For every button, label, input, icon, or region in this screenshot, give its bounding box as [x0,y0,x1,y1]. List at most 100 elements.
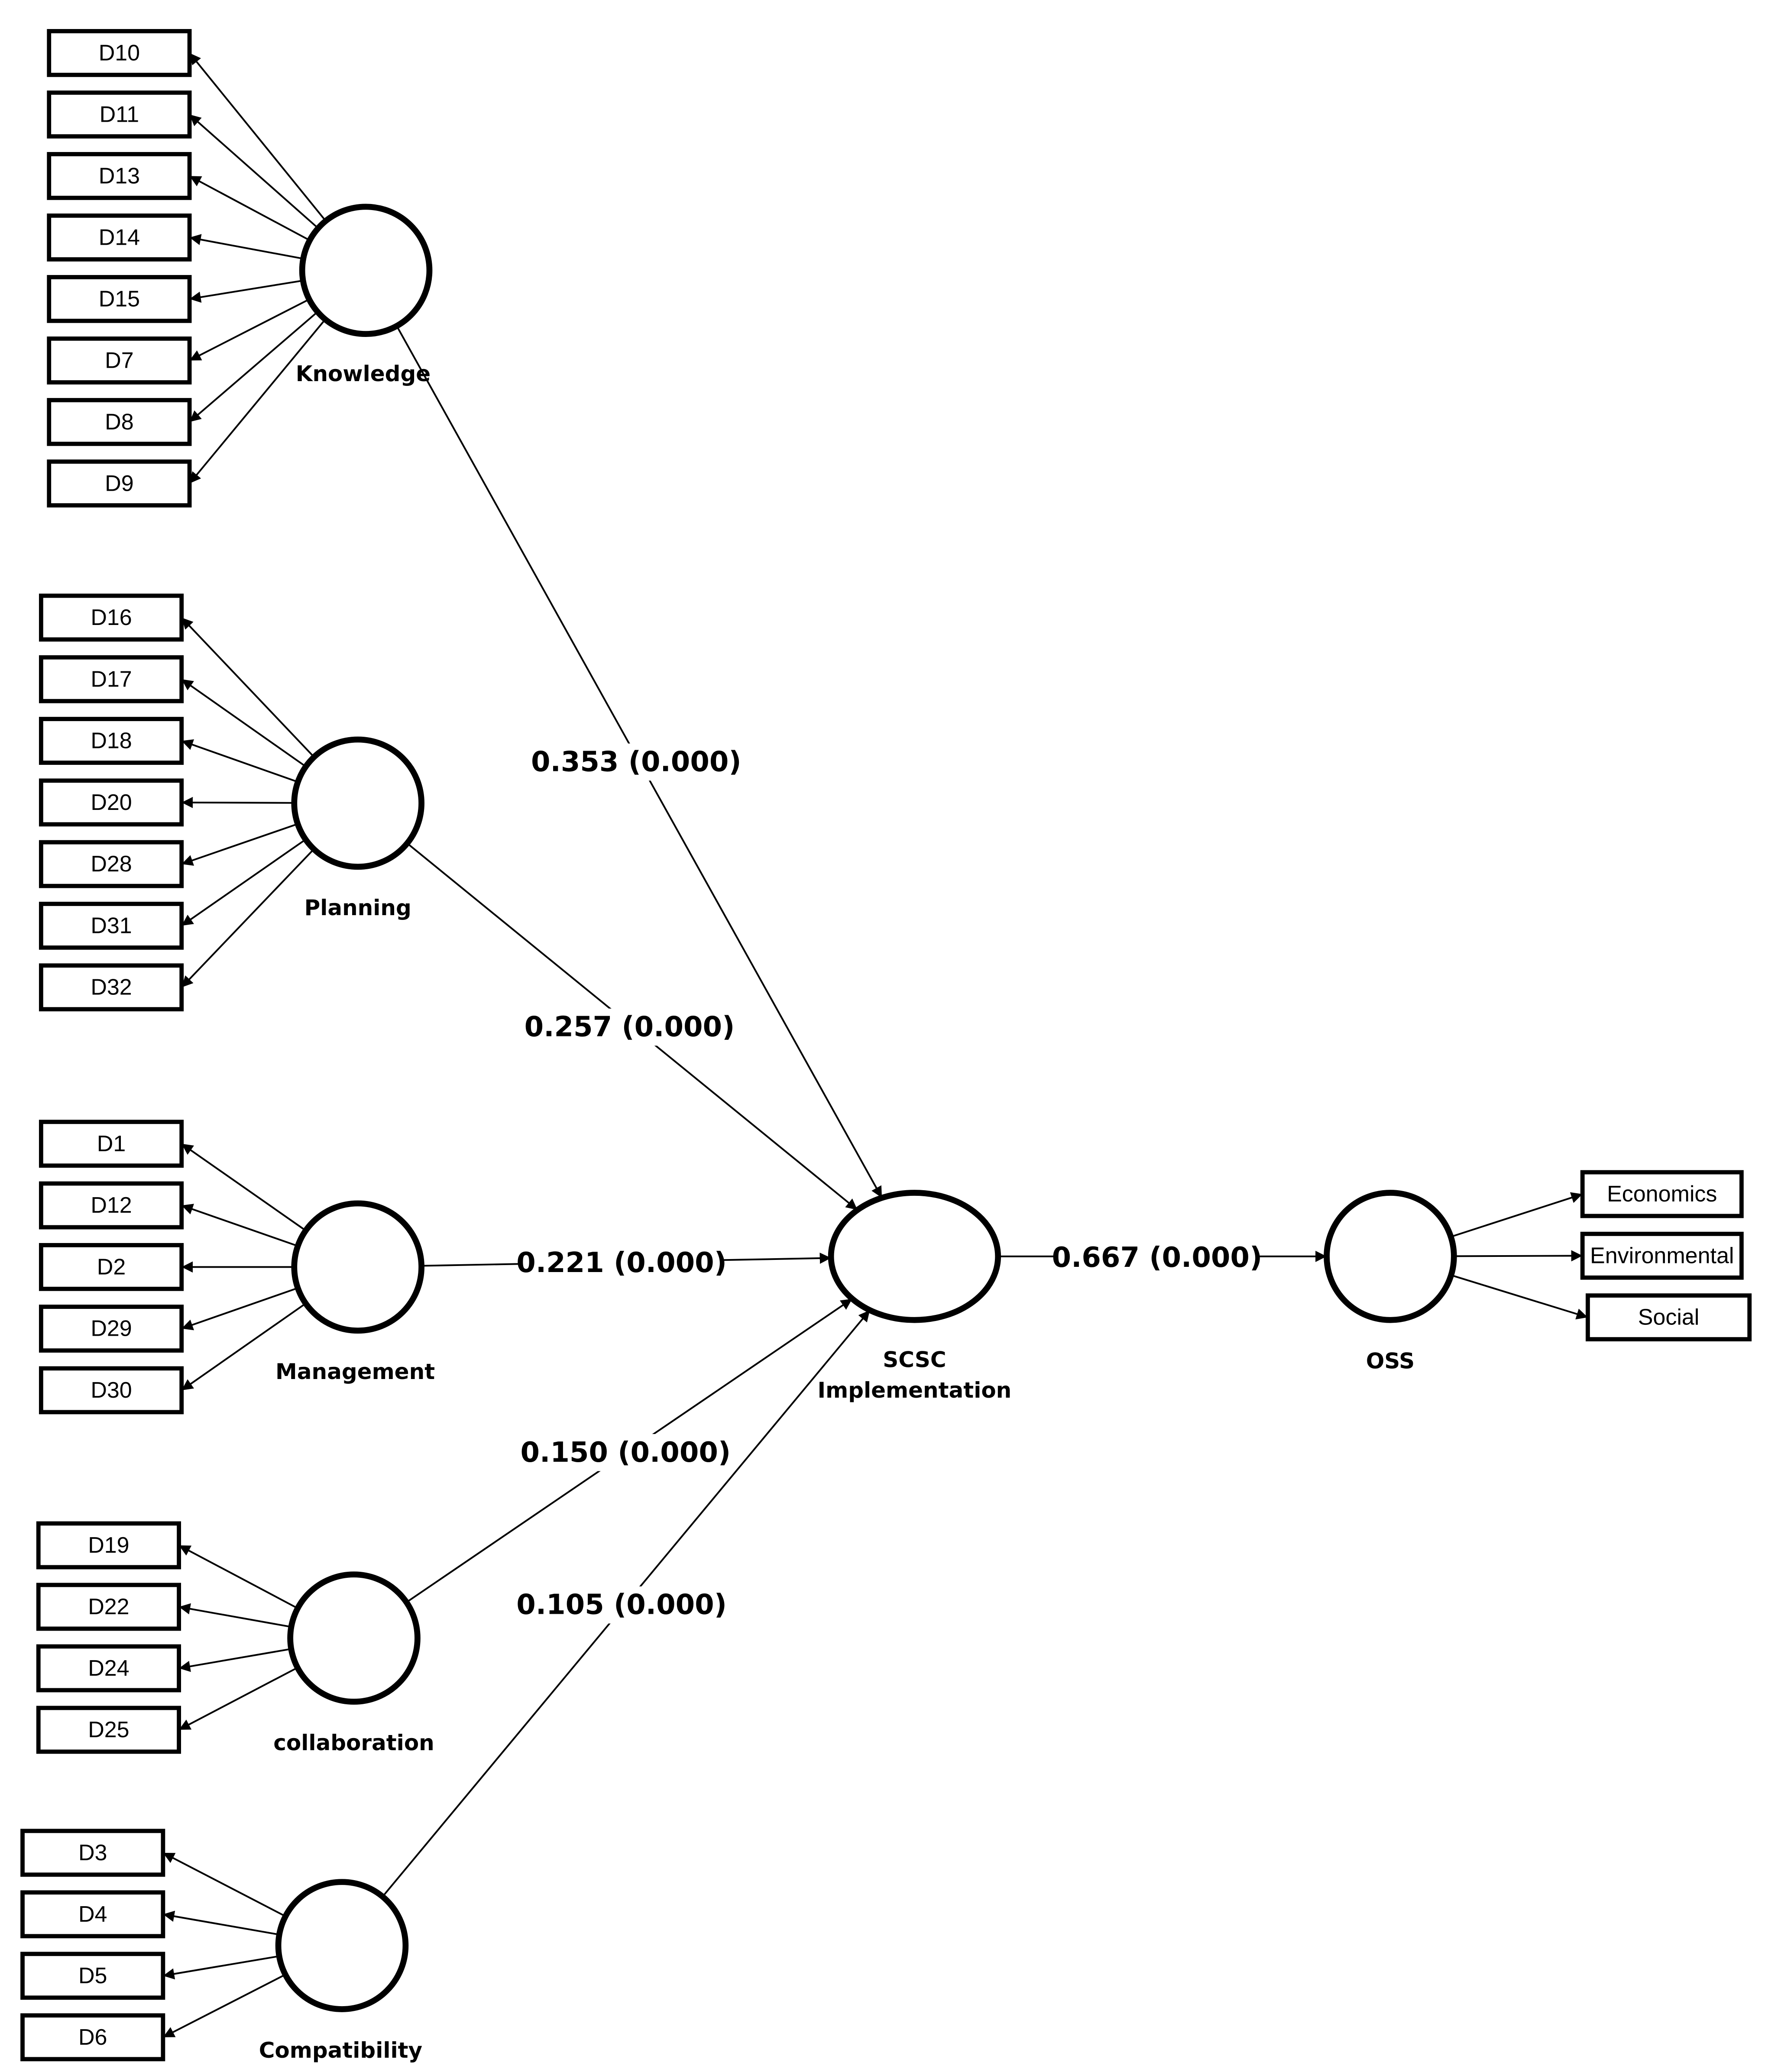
indicator-label-d16: D16 [91,605,132,630]
indicator-label-d2: D2 [97,1254,126,1279]
indicator-box-d11 [47,90,192,139]
latent-construct-collaboration [287,1571,421,1705]
latent-construct-knowledge [299,204,433,337]
indicator-box-d24 [36,1644,181,1693]
loading-arrow-knowledge-d8 [189,311,318,423]
indicator-box-d12 [39,1181,184,1230]
indicator-box-d15 [47,275,192,323]
indicator-label-economics: Economics [1607,1182,1717,1207]
loading-arrow-oss-social [1451,1274,1588,1320]
loading-arrow-compatibility-d6 [162,1974,286,2038]
indicator-box-d22 [36,1583,181,1631]
path-coefficient-knowledge-to-scsc: 0.353 (0.000) [531,746,742,778]
indicator-box-d8 [47,398,192,446]
indicator-label-d9: D9 [105,471,133,496]
indicator-box-d1 [39,1120,184,1168]
indicator-label-d3: D3 [78,1840,107,1865]
loading-arrow-compatibility-d4 [163,1910,280,1936]
coefficient-backdrop-scsc [1056,1239,1258,1276]
indicator-label-d19: D19 [88,1533,129,1558]
indicator-box-d18 [39,717,184,765]
latent-construct-planning [291,736,424,870]
indicator-label-d12: D12 [91,1193,132,1218]
indicator-label-d20: D20 [91,790,132,815]
coefficient-backdrop-knowledge [535,743,737,781]
indicator-box-d10 [47,29,192,77]
loading-arrow-oss-economics [1451,1192,1583,1238]
indicator-box-d25 [36,1706,181,1754]
loading-arrow-knowledge-d13 [189,175,311,241]
latent-construct-scsc [828,1190,1001,1323]
coefficient-backdrop-compatibility [521,1586,722,1624]
indicator-box-economics [1580,1170,1744,1218]
indicator-label-d17: D17 [91,667,132,692]
loading-arrow-knowledge-d7 [189,298,310,362]
indicator-label-d5: D5 [78,1963,107,1988]
indicator-box-d9 [47,459,192,508]
latent-construct-oss [1324,1190,1457,1323]
indicator-box-d7 [47,336,192,385]
indicator-label-d14: D14 [99,225,140,250]
construct-label-management: Management [275,1359,435,1384]
indicator-label-social: Social [1638,1305,1700,1330]
construct-label-scsc-line2: Implementation [818,1378,1012,1403]
loading-arrow-collaboration-d25 [178,1667,298,1731]
construct-label-oss: OSS [1366,1349,1415,1374]
construct-label-collaboration: collaboration [273,1730,434,1755]
latent-construct-management [291,1200,424,1334]
indicator-label-d13: D13 [99,163,140,188]
path-coefficient-scsc-to-oss: 0.667 (0.000) [1052,1242,1263,1274]
loading-arrow-knowledge-d14 [189,234,304,260]
indicator-label-d15: D15 [99,286,140,311]
coefficient-backdrop-planning [528,1008,731,1046]
indicator-label-d10: D10 [99,40,140,65]
path-coefficient-collaboration-to-scsc: 0.150 (0.000) [520,1437,731,1469]
indicator-label-d8: D8 [105,409,133,434]
loading-arrow-knowledge-d10 [189,52,327,222]
indicator-box-d29 [39,1305,184,1353]
indicator-box-d2 [39,1243,184,1291]
indicator-box-d14 [47,213,192,262]
loading-arrow-management-d1 [181,1143,306,1231]
indicator-label-d7: D7 [105,348,133,373]
indicator-box-d5 [20,1952,165,2000]
loading-arrow-collaboration-d19 [178,1544,298,1609]
loading-arrow-planning-d32 [181,848,315,988]
loading-arrow-management-d30 [181,1302,306,1391]
indicator-label-d25: D25 [88,1717,129,1742]
indicator-label-d22: D22 [88,1594,129,1619]
indicator-label-d18: D18 [91,728,132,754]
indicator-box-d20 [39,778,184,827]
loading-arrow-collaboration-d24 [178,1648,291,1672]
loading-arrow-knowledge-d9 [189,319,326,484]
indicator-label-d6: D6 [78,2025,107,2050]
indicator-box-d30 [39,1366,184,1415]
coefficient-backdrop-collaboration [525,1434,726,1471]
indicator-box-d32 [39,963,184,1012]
indicator-box-d4 [20,1890,165,1939]
loading-arrow-planning-d16 [181,617,315,758]
indicator-box-social [1585,1293,1752,1342]
loading-arrow-planning-d17 [181,678,307,767]
indicator-box-d3 [20,1829,165,1877]
construct-label-planning: Planning [304,895,411,920]
loading-arrow-compatibility-d3 [162,1852,286,1917]
indicator-label-d11: D11 [100,102,139,127]
construct-label-knowledge: Knowledge [296,361,431,386]
path-coefficient-compatibility-to-scsc: 0.105 (0.000) [516,1589,727,1621]
coefficient-backdrop-management [521,1244,722,1282]
indicator-box-d31 [39,902,184,950]
loading-arrow-management-d29 [181,1287,298,1331]
construct-label-compatibility: Compatibility [259,2038,422,2063]
indicator-box-d16 [39,593,184,642]
loading-arrow-planning-d31 [181,839,306,927]
indicator-box-d19 [36,1521,181,1570]
indicator-box-environmental [1580,1231,1744,1280]
loading-arrow-collaboration-d22 [178,1603,291,1628]
indicator-box-d6 [20,2013,165,2062]
indicator-label-d24: D24 [88,1656,129,1681]
loading-arrow-planning-d18 [181,739,298,783]
indicator-label-environmental: Environmental [1590,1243,1734,1268]
indicator-box-d28 [39,840,184,888]
